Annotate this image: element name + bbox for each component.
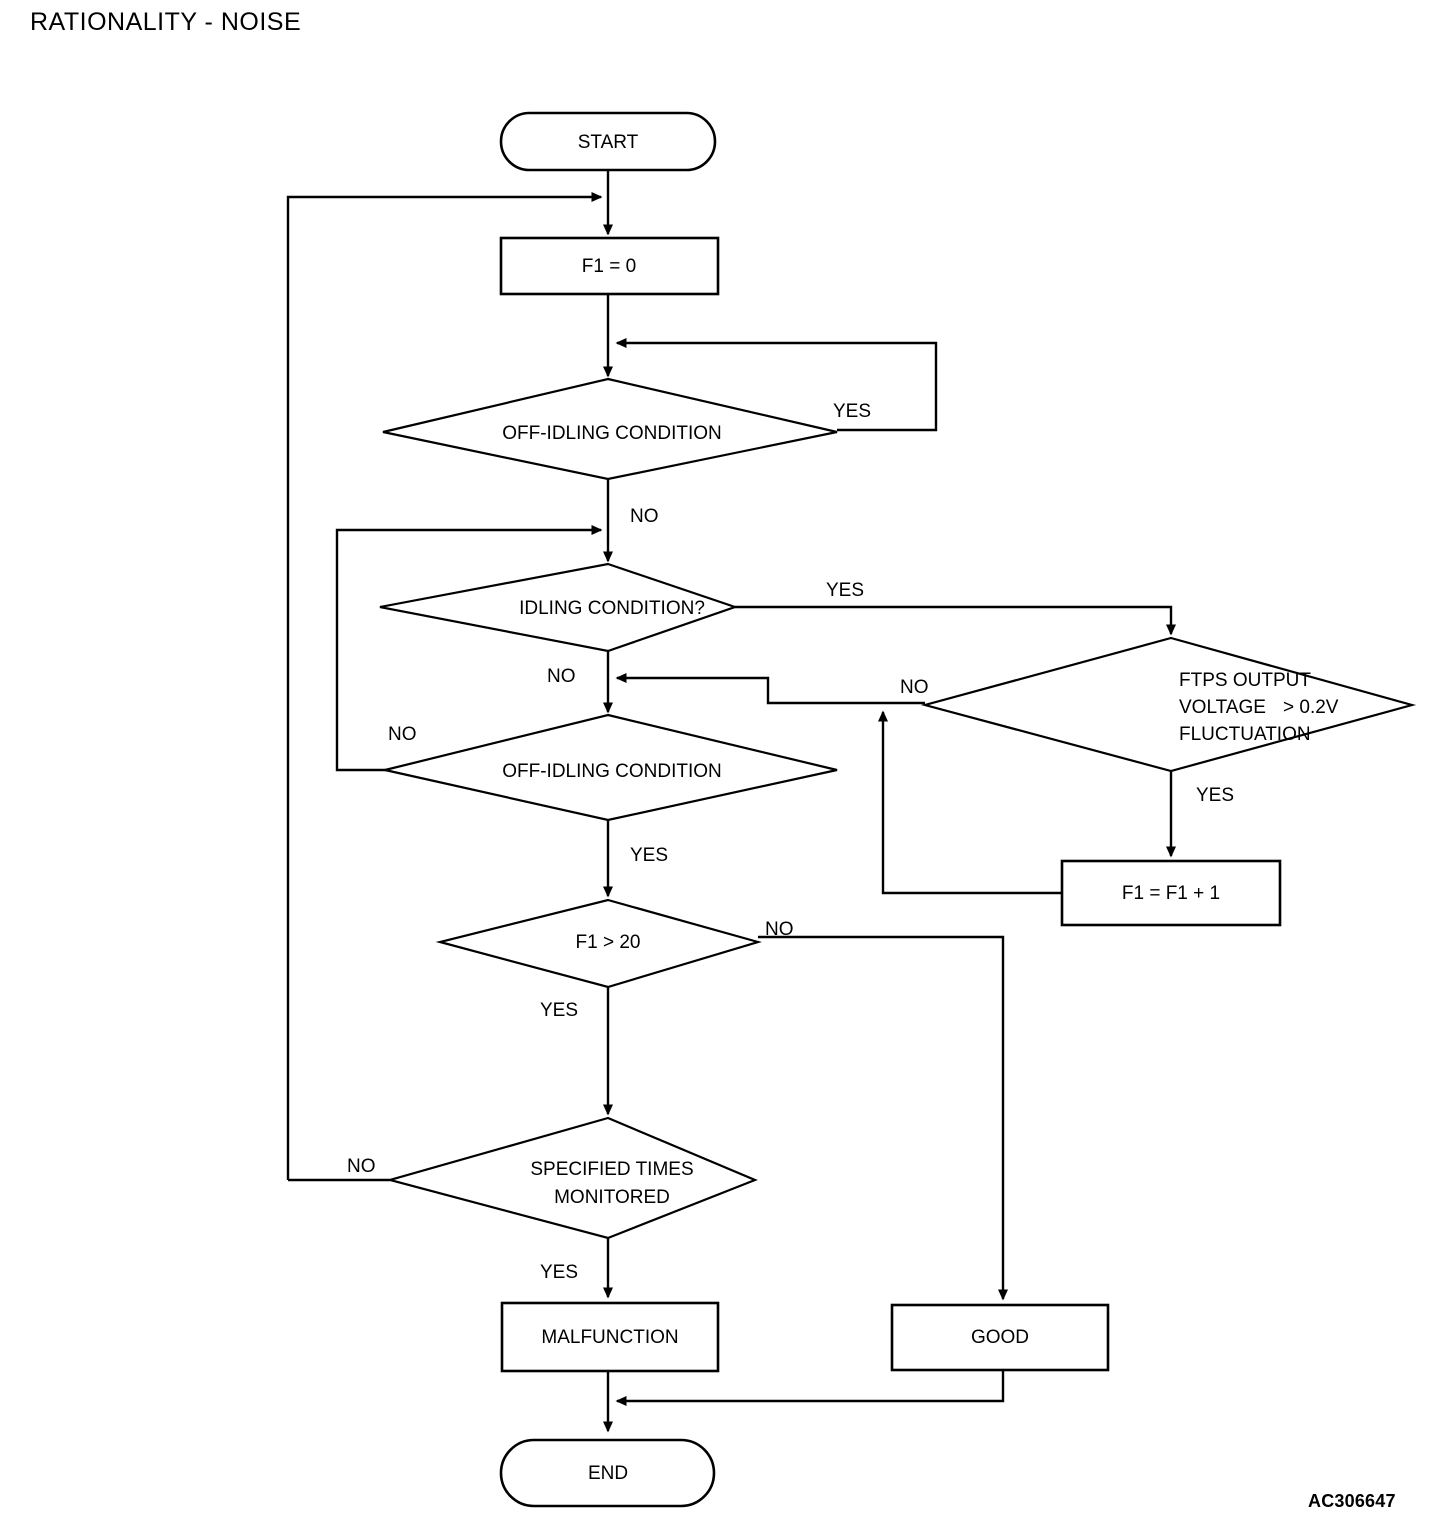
node-spectimes[interactable] [385,1116,758,1240]
edge-offidle2-no-loop [335,525,603,772]
node-malfunction[interactable] [500,1301,720,1373]
edge-label-ftps-no: NO [900,677,929,698]
node-spectimes-label-line2: MONITORED [554,1187,670,1208]
node-f1gt20[interactable] [435,898,762,989]
node-offidle2-label: OFF-IDLING CONDITION [502,761,722,782]
edge-label-offidle2-yes: YES [630,845,668,866]
node-offidle1[interactable] [382,377,838,481]
edge-label-f1gt20-yes: YES [540,1000,578,1021]
edge-label-offidle1-yes: YES [833,401,871,422]
edge-spectimes-no-return [286,192,603,1180]
node-ftps-label-threshold: > 0.2V [1283,697,1339,718]
node-f1zero-label: F1 = 0 [582,256,636,277]
node-end[interactable] [499,1438,716,1508]
edge-label-offidle1-no: NO [630,506,659,527]
edge-label-offidle2-no: NO [388,724,417,745]
node-good-label: GOOD [971,1327,1029,1348]
node-ftps[interactable] [920,636,1417,773]
node-f1inc[interactable] [1060,859,1282,927]
node-idling[interactable] [379,562,739,653]
edge-label-idling-yes: YES [826,580,864,601]
edge-ftps-no-loop [615,673,925,705]
edge-offidle1-yes-loop [615,338,938,432]
edge-f1gt20-no-to-good [758,935,1008,1301]
node-offidle1-label: OFF-IDLING CONDITION [502,423,722,444]
node-f1zero[interactable] [499,236,720,296]
node-start-label: START [578,132,639,153]
node-ftps-label-line1: FTPS OUTPUT [1179,670,1311,691]
node-offidle2[interactable] [384,713,838,822]
node-f1inc-label: F1 = F1 + 1 [1122,883,1220,904]
edge-label-f1gt20-no: NO [765,919,794,940]
page-title: RATIONALITY - NOISE [30,8,302,36]
edge-label-ftps-yes: YES [1196,785,1234,806]
node-f1gt20-label: F1 > 20 [576,932,641,953]
node-spectimes-label-line1: SPECIFIED TIMES [530,1159,693,1180]
node-end-label: END [588,1463,628,1484]
node-ftps-label-line2: VOLTAGE [1179,697,1266,718]
node-good[interactable] [890,1303,1110,1372]
edge-f1inc-return [878,710,1062,895]
node-ftps-label-line3: FLUCTUATION [1179,724,1311,745]
edge-idling-yes-to-ftps [735,605,1176,636]
edge-label-spectimes-yes: YES [540,1262,578,1283]
edge-label-spectimes-no: NO [347,1156,376,1177]
node-start[interactable] [499,111,717,172]
figure-id: AC306647 [1308,1491,1396,1511]
node-idling-label: IDLING CONDITION? [519,598,705,619]
edge-good-to-end-join [615,1370,1005,1406]
edge-label-idling-no: NO [547,666,576,687]
node-malfunction-label: MALFUNCTION [541,1327,678,1348]
